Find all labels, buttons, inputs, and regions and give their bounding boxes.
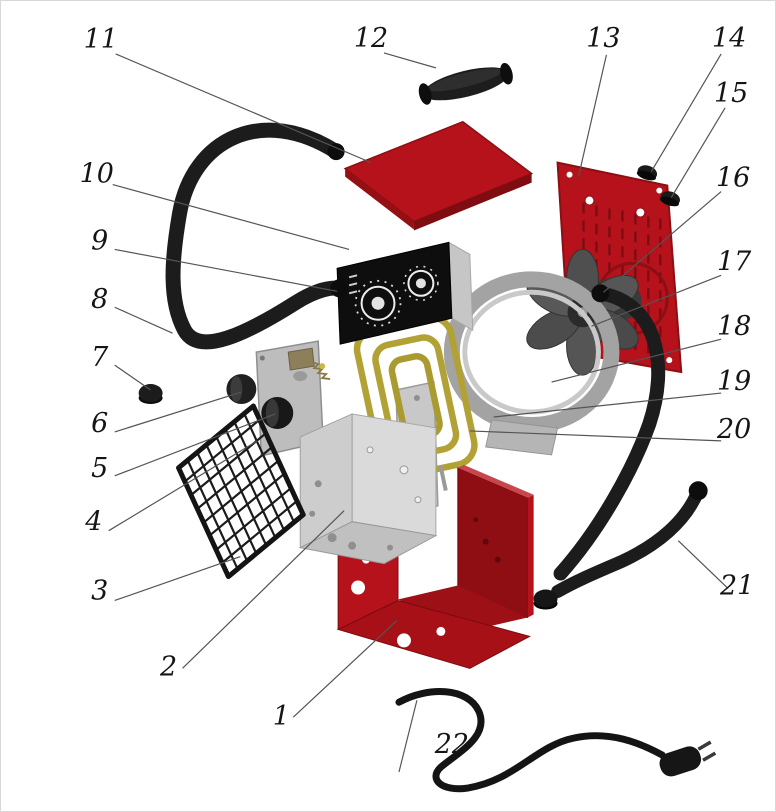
callout-15: 15 [714,78,748,109]
control-knob-upper [226,374,257,405]
grille-frame [176,403,306,580]
callout-labels: 1 2 3 4 5 6 7 8 9 10 11 12 13 14 15 16 1… [80,23,755,760]
callout-21: 21 [719,571,754,602]
inner-chassis [298,413,438,565]
callout-12: 12 [354,23,388,54]
dial-ring [360,285,396,321]
panel-markings [348,274,358,295]
tube-end-cap [591,284,610,303]
tube-end-cap [688,481,708,501]
control-panel-face [336,241,453,345]
callout-1: 1 [273,701,290,732]
callout-13: 13 [586,23,620,54]
frame-tube-right [533,284,708,610]
dial-tick-ring-2 [403,265,439,302]
switch-block [287,347,315,371]
top-cover [343,120,534,231]
control-box [335,241,474,345]
wire-grille [176,403,306,580]
carry-handle [418,62,513,105]
leader-lines [108,52,729,773]
cord-cable [395,688,666,793]
capillary-coil [311,361,331,380]
callout-5: 5 [91,453,108,484]
callout-20: 20 [716,414,751,445]
tube-end-cap [330,279,349,298]
callout-2: 2 [159,651,177,682]
callout-17: 17 [717,246,752,277]
rubber-foot-rear-upper [636,165,658,181]
chassis-back-wall [351,413,437,537]
frame-tube-left [165,122,349,350]
chassis-floor [298,521,438,565]
callout-8: 8 [91,284,108,315]
plug-prong [697,740,712,751]
callout-18: 18 [717,311,751,342]
power-plug [659,740,717,777]
rubber-foot-left [138,384,163,405]
callout-6: 6 [91,408,108,439]
dial-tick-ring [354,279,402,327]
callout-9: 9 [91,225,108,256]
rubber-foot-rear-lower [659,191,680,207]
callout-16: 16 [716,163,750,194]
dial-ring-2 [407,269,435,297]
grille-mesh [183,413,298,570]
callout-19: 19 [717,366,751,397]
tube-end-cap [327,143,345,161]
callout-3: 3 [91,576,108,607]
callout-4: 4 [84,507,102,538]
power-cord [395,688,717,793]
plug-prong [702,751,717,762]
housing-floor-inner [397,585,528,632]
callout-7: 7 [91,342,109,373]
control-knob-lower [261,397,294,429]
control-box-side [448,241,474,332]
shroud-bracket [485,419,559,456]
callout-22: 22 [434,729,469,760]
callout-11: 11 [84,24,118,55]
callout-10: 10 [80,159,114,190]
callout-14: 14 [712,23,746,54]
